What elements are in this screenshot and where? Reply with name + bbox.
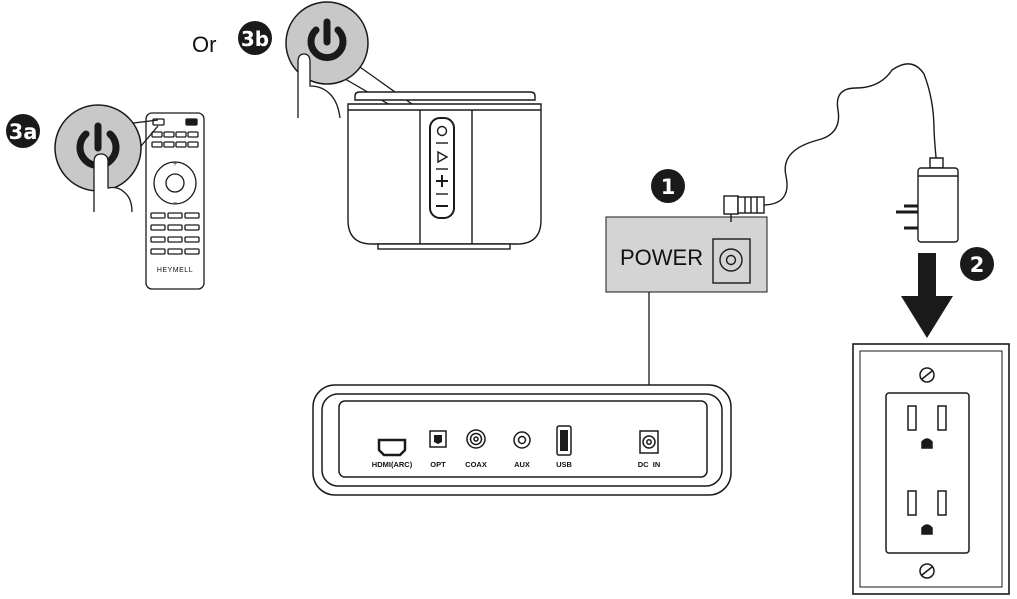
speaker-control-strip: [429, 117, 455, 219]
dc-in-label: DC IN: [638, 460, 661, 469]
svg-text:−: −: [173, 200, 177, 207]
usb-label: USB: [556, 460, 572, 469]
down-arrow-icon: [901, 253, 953, 338]
coax-port: [466, 429, 486, 449]
outlet-screw: [919, 563, 935, 579]
play-icon: [437, 150, 449, 164]
svg-text:3b: 3b: [241, 27, 269, 51]
power-cable: [763, 63, 938, 206]
svg-text:3a: 3a: [9, 120, 38, 144]
wall-adapter: [917, 167, 959, 243]
svg-text:2: 2: [970, 253, 985, 277]
svg-text:1: 1: [661, 175, 676, 199]
power-label: POWER: [620, 245, 703, 270]
port-labels: HDMI(ARC) OPT COAX AUX USB DC IN: [372, 460, 660, 469]
zoom-remote-power: [54, 104, 159, 213]
remote-brand-label: HEYMELL: [157, 267, 193, 274]
remote-body: [145, 112, 205, 290]
hdmi-port: [377, 438, 407, 457]
rear-panel: [312, 384, 732, 496]
or-label: Or: [192, 32, 216, 57]
svg-text:+: +: [173, 161, 177, 168]
power-icon: [307, 18, 347, 62]
speaker-power-button: [436, 125, 448, 137]
step-3a-badge: 3a: [6, 114, 40, 148]
outlet-socket: [907, 405, 947, 449]
step-3b-badge: 3b: [238, 21, 272, 55]
optical-port: [429, 430, 447, 448]
dc-plug: [723, 195, 739, 215]
dc-jack: [712, 238, 751, 284]
wall-outlet: [852, 343, 1010, 595]
aux-port: [513, 431, 531, 449]
remote-control: + − HEYMELL: [145, 112, 205, 290]
finger-icon: [297, 53, 341, 119]
outlet-screw: [919, 367, 935, 383]
power-adapter-cable: [723, 63, 959, 243]
step-2-badge: 2: [960, 247, 994, 281]
opt-label: OPT: [430, 460, 446, 469]
dc-in-port: [639, 430, 659, 454]
outlet-socket: [907, 490, 947, 535]
coax-label: COAX: [465, 460, 487, 469]
usb-port: [556, 425, 572, 456]
remote-dpad: [153, 161, 197, 205]
power-port-panel: POWER: [605, 216, 768, 430]
step-1-badge: 1: [651, 169, 685, 203]
aux-label: AUX: [514, 460, 530, 469]
finger-icon: [93, 153, 133, 213]
hdmi-label: HDMI(ARC): [372, 460, 413, 469]
speaker-device: [347, 91, 542, 250]
